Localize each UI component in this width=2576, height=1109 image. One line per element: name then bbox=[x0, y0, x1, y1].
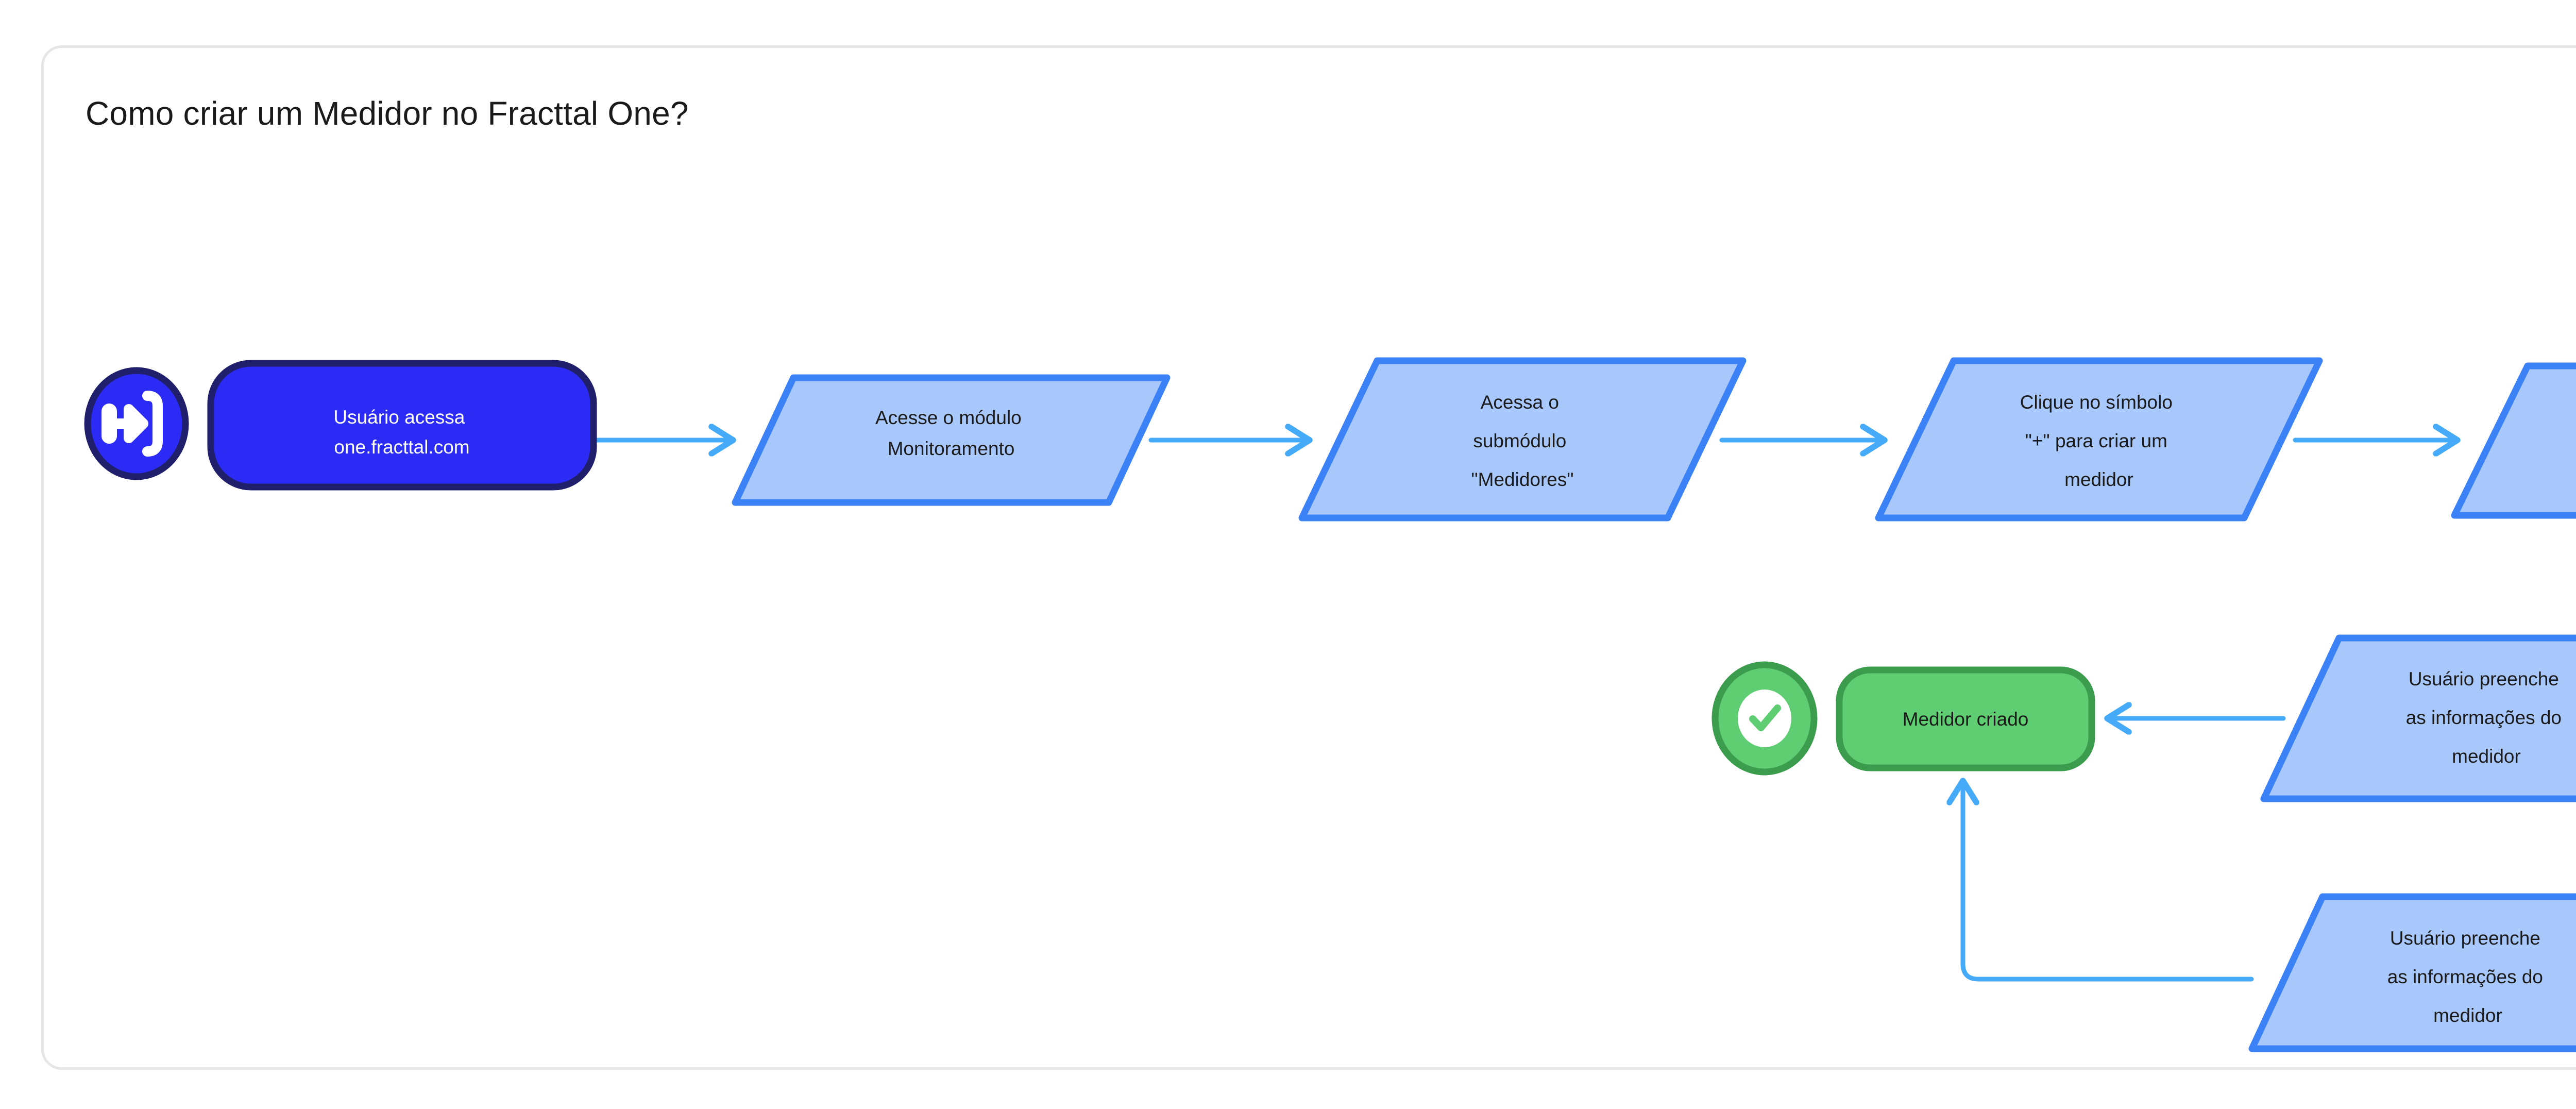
node-text: Clique no símbolo "+" para criar um medi… bbox=[2020, 392, 2178, 490]
node-shape bbox=[1836, 666, 2095, 771]
node-text: Usuário preenche as informações do medid… bbox=[2387, 928, 2549, 1026]
node-text: Acesse o módulo Monitoramento bbox=[875, 407, 1027, 459]
node-shape bbox=[2451, 362, 2576, 519]
end-badge bbox=[1711, 661, 1818, 776]
node-text: Usuário acessa one.fracttal.com bbox=[333, 407, 470, 458]
check-circle-icon bbox=[1738, 690, 1791, 747]
node-text: Usuário preenche as informações do medid… bbox=[2406, 668, 2567, 767]
node-shape bbox=[2260, 634, 2576, 802]
node-medidor-criado[interactable]: Medidor criado bbox=[1836, 666, 2095, 771]
node-text: Medidor criado bbox=[1903, 709, 2029, 730]
node-shape bbox=[207, 360, 597, 491]
node-usuario-preenche-nao[interactable]: Usuário preenche as informações do medid… bbox=[2248, 893, 2576, 1052]
login-enter-icon bbox=[101, 391, 163, 457]
node-usuario-acessa[interactable]: Usuário acessa one.fracttal.com bbox=[207, 360, 597, 491]
node-acesse-modulo[interactable]: Acesse o módulo Monitoramento bbox=[732, 374, 1171, 506]
node-usuario-preenche-sim[interactable]: Usuário preenche as informações do medid… bbox=[2260, 634, 2576, 802]
node-shape bbox=[1875, 357, 2323, 522]
node-shape bbox=[2248, 893, 2576, 1052]
diagram-card bbox=[41, 45, 2576, 1070]
node-text: Acessa o submódulo "Medidores" bbox=[1471, 392, 1573, 490]
edge-n14-n12 bbox=[1963, 781, 2254, 982]
node-clique-simbolo[interactable]: Clique no símbolo "+" para criar um medi… bbox=[1875, 357, 2323, 522]
node-shape bbox=[732, 374, 1171, 506]
node-acessa-submodulo[interactable]: Acessa o submódulo "Medidores" bbox=[1298, 357, 1747, 522]
node-preencha-dados[interactable]: Preencha todos os dados do medidor bbox=[2451, 362, 2576, 519]
page-title: Como criar um Medidor no Fracttal One? bbox=[86, 95, 689, 132]
start-badge bbox=[84, 367, 189, 480]
node-shape bbox=[1298, 357, 1747, 522]
edges-layer bbox=[591, 440, 2576, 982]
